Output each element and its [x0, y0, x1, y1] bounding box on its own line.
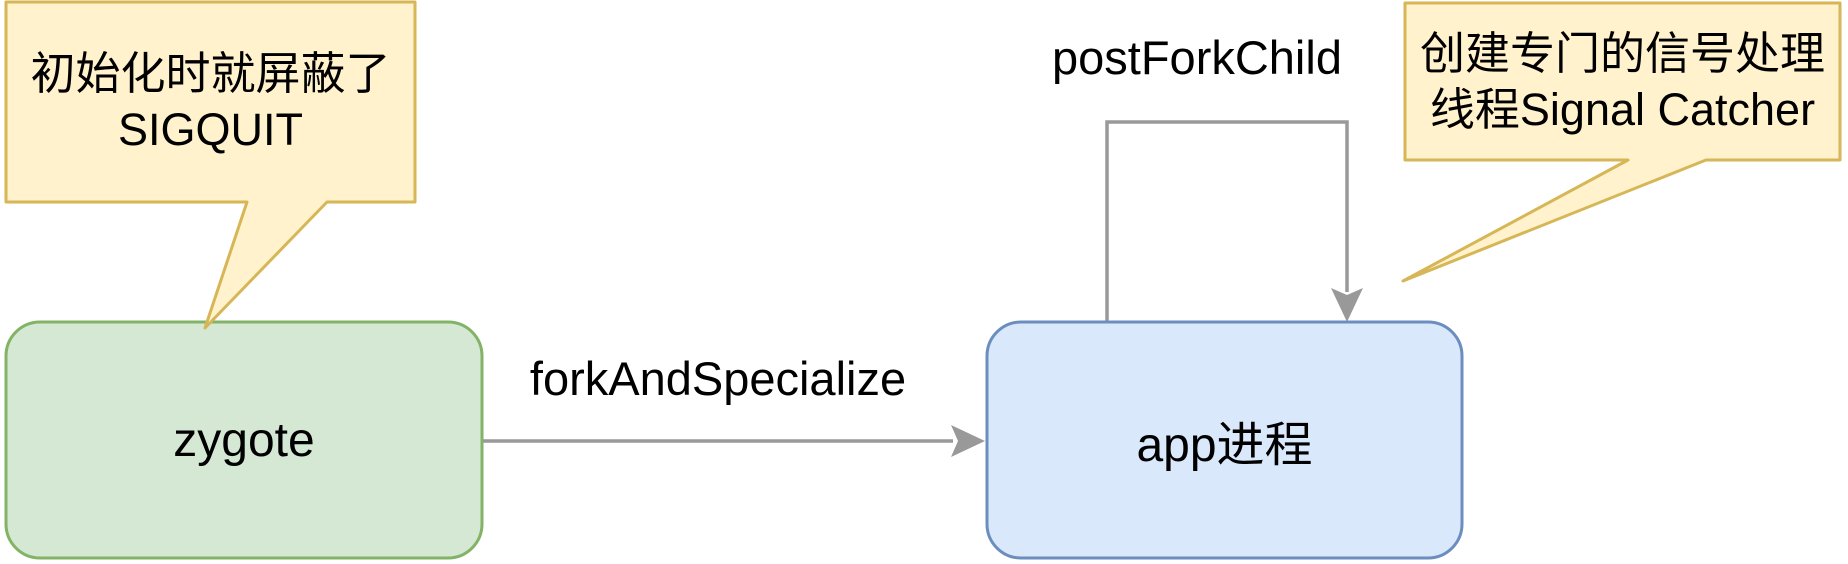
- signal-catcher-callout-line1: 创建专门的信号处理: [1419, 27, 1825, 79]
- postfork-edge-label: postForkChild: [1052, 30, 1342, 84]
- app-process-node-label: app进程: [1136, 419, 1313, 472]
- zygote-node: [4, 320, 484, 560]
- fork-arrow-head-icon: [951, 425, 985, 457]
- signal-catcher-callout-line2: 线程Signal Catcher: [1429, 83, 1816, 135]
- sigquit-callout-line1: 初始化时就屏蔽了: [30, 48, 391, 99]
- sigquit-callout-text: 初始化时就屏蔽了 SIGQUIT: [6, 2, 415, 202]
- zygote-node-label: zygote: [173, 413, 315, 467]
- sigquit-callout-bubble: [4, 0, 417, 330]
- signal-catcher-callout-bubble: [1401, 1, 1842, 283]
- fork-edge-label: forkAndSpecialize: [529, 351, 907, 405]
- postfork-arrow-head-icon: [1331, 288, 1363, 322]
- postfork-loop-line: [1105, 120, 1349, 322]
- app-process-node: [985, 320, 1464, 560]
- signal-catcher-callout-text: 创建专门的信号处理 线程Signal Catcher: [1405, 3, 1840, 160]
- sigquit-callout-line2: SIGQUIT: [117, 104, 303, 155]
